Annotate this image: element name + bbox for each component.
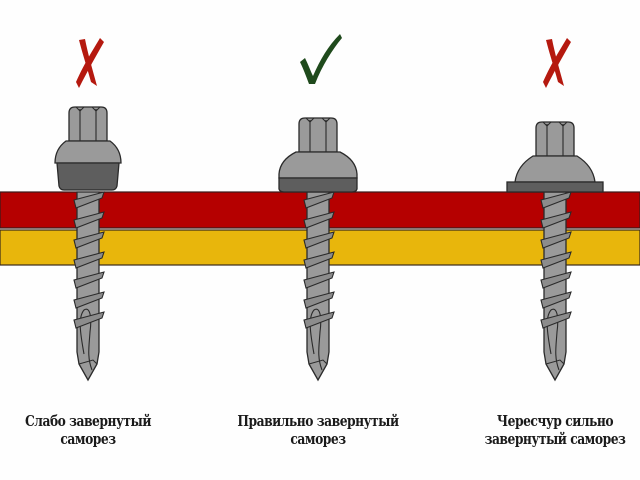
caption-line: саморез [290, 430, 346, 448]
caption-line: Слабо завернутый [25, 412, 151, 430]
screw-correct [278, 117, 358, 381]
check-icon [300, 34, 342, 84]
sealing-washer [506, 181, 604, 193]
flange [54, 140, 122, 164]
caption-line: завернутый саморез [484, 430, 626, 448]
hex-head [68, 106, 108, 142]
caption-line: саморез [60, 430, 116, 448]
cross-icon [543, 38, 571, 88]
caption-correct: Правильно завернутый саморез [236, 412, 400, 448]
hex-head [535, 121, 575, 157]
hex-head [298, 117, 338, 153]
cross-icon [76, 38, 104, 88]
caption-line: Чересчур сильно [496, 412, 614, 430]
caption-under-tightened: Слабо завернутый саморез [14, 412, 162, 448]
screw-over [506, 121, 604, 381]
caption-line: Правильно завернутый [237, 412, 399, 430]
caption-over-tightened: Чересчур сильно завернутый саморез [477, 412, 633, 448]
sealing-washer [278, 177, 358, 193]
screw-under [54, 106, 122, 381]
flange [278, 151, 358, 179]
sealing-washer [56, 162, 120, 191]
flange [514, 155, 596, 183]
